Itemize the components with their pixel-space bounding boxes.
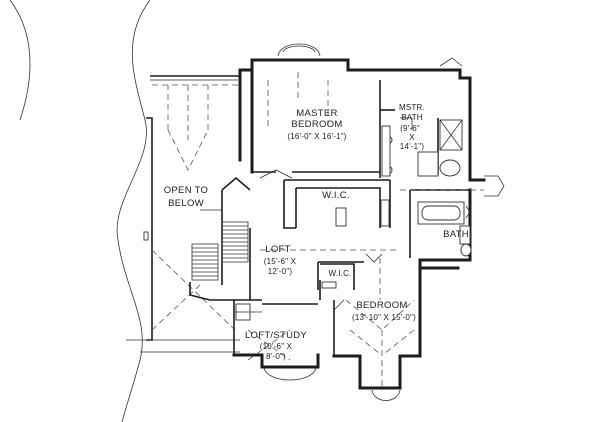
master-bath-fixtures	[380, 109, 463, 177]
loft-study-label: LOFT/STUDY	[245, 330, 307, 341]
loft-dims-2: 12'-0")	[268, 267, 293, 276]
open-to-below-label-line1: OPEN TO	[164, 185, 209, 196]
master-bath-dims-1: (9'-6"	[400, 124, 420, 133]
stairs	[189, 176, 251, 301]
bedroom-dims: (13'-10" X 15'-0")	[352, 313, 416, 322]
master-bath-dims-3: 14'-1")	[400, 142, 425, 151]
loft-study-walls	[233, 299, 318, 361]
bedroom-label: BEDROOM	[356, 300, 407, 311]
master-bath-label-line1: MSTR.	[399, 103, 425, 112]
wic-main-walls	[283, 179, 391, 229]
loft-walls	[249, 228, 400, 300]
exterior-walls	[232, 58, 486, 390]
wic-small-label: W.I.C.	[329, 269, 352, 278]
master-bedroom-dims: (16'-0" X 16'-1")	[287, 132, 346, 141]
master-bedroom-label-line2: BEDROOM	[291, 119, 342, 130]
terrain-lines	[9, 0, 151, 422]
wic-small-walls	[319, 263, 355, 300]
master-bath-dims-2: X	[409, 133, 415, 142]
bath-walls	[400, 189, 484, 258]
loft-dims-1: (15'-6" X	[264, 257, 297, 266]
open-to-below-area	[143, 84, 240, 331]
wic-main-label: W.I.C.	[322, 190, 350, 201]
loft-study-dims-2: 8'-0")	[266, 352, 286, 361]
window-bumps	[263, 43, 505, 401]
open-to-below-label-line2: BELOW	[168, 198, 204, 209]
loft-study-dims-1: (10'-6" X	[260, 342, 293, 351]
bath-label: BATH	[443, 229, 469, 240]
loft-label: LOFT	[265, 244, 290, 255]
room-labels: OPEN TO BELOW MASTER BEDROOM (16'-0" X 1…	[164, 103, 469, 361]
bedroom-walls	[333, 258, 415, 388]
master-bedroom-walls	[252, 72, 381, 179]
master-bath-label-line2: BATH	[401, 113, 423, 122]
master-bedroom-label-line1: MASTER	[296, 108, 337, 119]
